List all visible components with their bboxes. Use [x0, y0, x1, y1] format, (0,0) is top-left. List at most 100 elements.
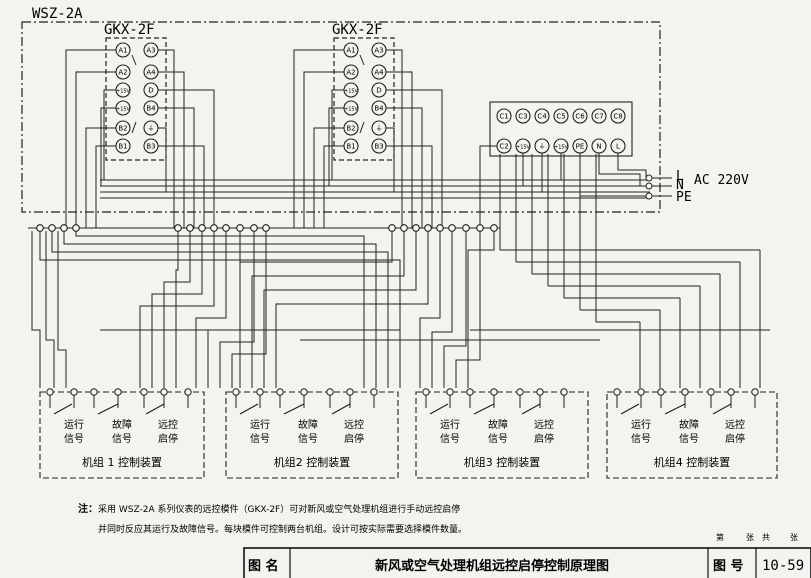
junction-node-15: [424, 224, 432, 232]
module-2-frame: [333, 37, 395, 161]
module-1-terminal-A1: A1: [115, 42, 131, 58]
junction-node-10: [250, 224, 258, 232]
unit-3-run-line1: 运行: [440, 418, 460, 431]
unit-3-fault-line1: 故障: [488, 418, 508, 431]
drawing-number: 10-59: [762, 558, 804, 574]
lead-wire: [75, 71, 116, 228]
module-1-terminal-B2: B2: [115, 120, 131, 136]
junction-node-17: [448, 224, 456, 232]
page-di: 第: [716, 532, 724, 542]
unit-terminal: [256, 388, 264, 396]
module-1-terminal-0: A3: [143, 42, 159, 58]
switch-contact: [521, 403, 541, 415]
controller-terminal-low-6: L: [610, 138, 626, 154]
terminal-label: B4: [146, 105, 156, 113]
field-wire-10: [219, 231, 255, 388]
unit-terminal: [657, 388, 665, 396]
field-wire-14: [263, 231, 417, 388]
terminal-label: A2: [118, 69, 127, 77]
terminal-label: C6: [575, 113, 585, 121]
switch-contact: [429, 403, 449, 415]
terminal-ring: [572, 108, 588, 124]
junction-node-5: [186, 224, 194, 232]
lead-wire: [386, 127, 395, 192]
lead-wire: [386, 71, 413, 228]
lead-wire: [100, 107, 116, 186]
lead-wire: [331, 89, 344, 180]
unit-terminal: [70, 388, 78, 396]
terminal-label: +15V: [554, 145, 569, 151]
controller-terminal-C1: C1: [496, 108, 512, 124]
title-block-frame: [243, 547, 811, 578]
unit-terminal: [184, 388, 192, 396]
terminal-label: B2: [346, 125, 355, 133]
terminal-label: C2: [499, 143, 508, 151]
unit-terminal: [707, 388, 715, 396]
terminal-label: B1: [118, 143, 127, 151]
switch-contact: [53, 403, 73, 415]
unit-terminal: [300, 388, 308, 396]
lead-wire: [479, 145, 497, 228]
controller-terminal-low-3: +15V: [553, 138, 569, 154]
module-2-terminal-B2: B2: [343, 120, 359, 136]
switch-contact: [239, 403, 259, 415]
module-1-terminal-5: B3: [143, 138, 159, 154]
unit-terminal: [346, 388, 354, 396]
contact-mark: [359, 121, 365, 134]
lead-wire: [386, 107, 423, 228]
unit-4-label: 机组4 控制装置: [654, 455, 731, 469]
junction-node-14: [412, 224, 420, 232]
terminal-label: +15V: [344, 107, 359, 113]
terminal-label: A4: [146, 69, 156, 77]
unit-3-remote-line2: 启停: [534, 432, 554, 445]
power-L: L: [676, 169, 684, 184]
field-wire-9: [207, 231, 241, 388]
terminal-label: +15V: [116, 89, 131, 95]
field-wire-3: [75, 231, 365, 388]
module-1-terminal-4: ⏚: [143, 120, 159, 136]
module-2-terminal-A1: A1: [343, 42, 359, 58]
terminal-label: B4: [374, 105, 384, 113]
number-label: 图 号: [713, 559, 744, 574]
junction-node-9: [236, 224, 244, 232]
module-2-terminal-2: D: [371, 82, 387, 98]
terminal-label: C3: [518, 113, 527, 121]
unit-4-fault-line2: 信号: [679, 433, 699, 445]
unit-terminal: [490, 388, 498, 396]
unit-3-run-line2: 信号: [440, 433, 460, 445]
unit-terminal: [446, 388, 454, 396]
module-2-terminal-A2: A2: [343, 64, 359, 80]
junction-node-16: [436, 224, 444, 232]
module-2-terminal-5: B3: [371, 138, 387, 154]
power-wire-N: [598, 153, 646, 187]
junction-node-0: [36, 224, 44, 232]
junction-node-4: [174, 224, 182, 232]
module-2: GKX-2F: [332, 22, 395, 161]
unit-2-frame: [225, 391, 399, 479]
unit-terminal: [613, 388, 621, 396]
controller-terminal-low-5: N: [591, 138, 607, 154]
controller-terminal-C6: C6: [572, 108, 588, 124]
unit-3-frame: [415, 391, 589, 479]
controller-terminal-C5: C5: [553, 108, 569, 124]
left-wire-0: [31, 231, 41, 388]
switch-contact: [283, 403, 305, 415]
module-2-label: GKX-2F: [332, 22, 383, 38]
terminal-label: A1: [118, 47, 127, 55]
terminal-ring: [534, 108, 550, 124]
unit-terminal: [727, 388, 735, 396]
unit-4-run-line1: 运行: [631, 418, 651, 431]
lead-wire: [158, 71, 185, 228]
switch-contact: [97, 403, 119, 415]
junction-node-7: [210, 224, 218, 232]
contact-mark: [131, 121, 137, 134]
terminal-label: ⏚: [376, 125, 383, 133]
unit-1-fault-line2: 信号: [112, 433, 132, 445]
terminal-ring: [496, 108, 512, 124]
unit-terminal: [140, 388, 148, 396]
terminal-label: B1: [346, 143, 355, 151]
title-block: 图 名 新风或空气处理机组远控启停控制原理图 图 号 10-59: [243, 547, 811, 578]
module-1-label: GKX-2F: [104, 22, 155, 38]
